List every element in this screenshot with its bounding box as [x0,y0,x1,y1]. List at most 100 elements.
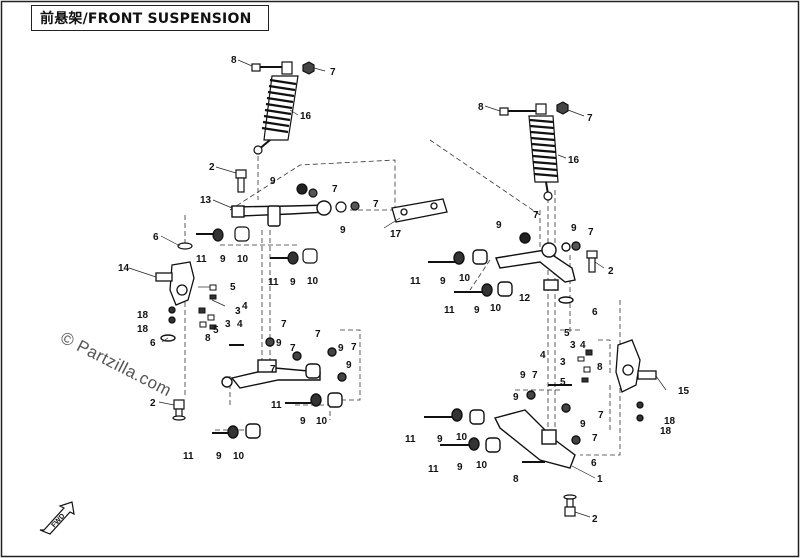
callout-7: 7 [290,343,296,354]
callout-9: 9 [290,277,296,288]
right-top-bolt [499,101,569,116]
callout-11: 11 [196,254,207,265]
callout-11: 11 [268,277,279,288]
callout-6: 6 [153,232,159,243]
callout-9: 9 [520,370,526,381]
left-shock-absorber [253,61,299,155]
left-upper-a-arm [230,200,332,227]
callout-7: 7 [351,342,357,353]
callout-9: 9 [496,220,502,231]
callout-8: 8 [231,55,237,66]
right-steering-knuckle [615,339,657,422]
callout-10: 10 [307,276,319,287]
callout-7: 7 [532,370,538,381]
callout-9: 9 [270,176,276,187]
right-upper-a-arm [428,232,581,304]
callout-7: 7 [598,410,604,421]
callout-17: 17 [390,229,402,240]
callout-5: 5 [230,282,236,293]
callout-4: 4 [580,340,586,351]
callout-9: 9 [220,254,226,265]
callout-2: 2 [608,266,614,277]
callout-7: 7 [588,227,594,238]
callout-9: 9 [300,416,306,427]
title-box: 前悬架/FRONT SUSPENSION [31,5,269,31]
callout-7: 7 [270,364,276,375]
callout-8: 8 [597,362,603,373]
link-plate [391,198,448,223]
callout-10: 10 [456,432,468,443]
callout-4: 4 [540,350,546,361]
callout-6: 6 [150,338,156,349]
left-lower-ball-joint [172,399,186,421]
callout-labels: 8 7 16 2 9 7 13 7 9 6 11 9 10 17 14 5 11… [118,55,690,525]
callout-9: 9 [437,434,443,445]
callout-5: 5 [560,377,566,388]
right-shock-absorber [528,103,559,201]
callout-8: 8 [478,102,484,113]
callout-13: 13 [200,195,212,206]
callout-9: 9 [340,225,346,236]
callout-7: 7 [315,329,321,340]
callout-6: 6 [591,458,597,469]
callout-4: 4 [237,319,243,330]
callout-4: 4 [242,301,248,312]
callout-3: 3 [560,357,566,368]
callout-7: 7 [587,113,593,124]
callout-11: 11 [428,464,439,475]
callout-18: 18 [137,310,149,321]
callout-10: 10 [459,273,471,284]
callout-8: 8 [513,474,519,485]
callout-15: 15 [678,386,690,397]
callout-7: 7 [592,433,598,444]
callout-18: 18 [137,324,149,335]
right-lower-ball-joint [563,494,577,517]
callout-11: 11 [444,305,455,316]
callout-9: 9 [276,338,282,349]
callout-leaders [128,59,667,518]
callout-7: 7 [533,210,539,221]
callout-2: 2 [209,162,215,173]
callout-16: 16 [300,111,312,122]
left-upper-ball-joint [235,169,247,193]
callout-5: 5 [564,328,570,339]
callout-10: 10 [233,451,245,462]
left-upper-bushings [177,183,360,265]
callout-9: 9 [457,462,463,473]
callout-16: 16 [568,155,580,166]
callout-3: 3 [235,306,241,317]
callout-7: 7 [373,199,379,210]
callout-14: 14 [118,263,130,274]
callout-9: 9 [580,419,586,430]
callout-8: 8 [205,333,211,344]
left-steering-knuckle [155,261,195,324]
callout-5: 5 [213,325,219,336]
callout-11: 11 [405,434,416,445]
callout-12: 12 [519,293,531,304]
callout-7: 7 [332,184,338,195]
right-upper-ball-joint [586,250,598,273]
callout-7: 7 [281,319,287,330]
right-lower-a-arm [424,384,581,469]
callout-10: 10 [237,254,249,265]
callout-2: 2 [150,398,156,409]
callout-9: 9 [474,305,480,316]
callout-7: 7 [330,67,336,78]
callout-10: 10 [476,460,488,471]
callout-11: 11 [271,400,282,411]
callout-3: 3 [225,319,231,330]
callout-6: 6 [592,307,598,318]
left-top-bolt [251,61,315,75]
callout-10: 10 [490,303,502,314]
callout-9: 9 [571,223,577,234]
callout-11: 11 [183,451,194,462]
callout-9: 9 [513,392,519,403]
callout-9: 9 [338,343,344,354]
callout-18: 18 [660,426,672,437]
callout-9: 9 [440,276,446,287]
callout-10: 10 [316,416,328,427]
left-lower-a-arm [160,334,347,439]
callout-11: 11 [410,276,421,287]
